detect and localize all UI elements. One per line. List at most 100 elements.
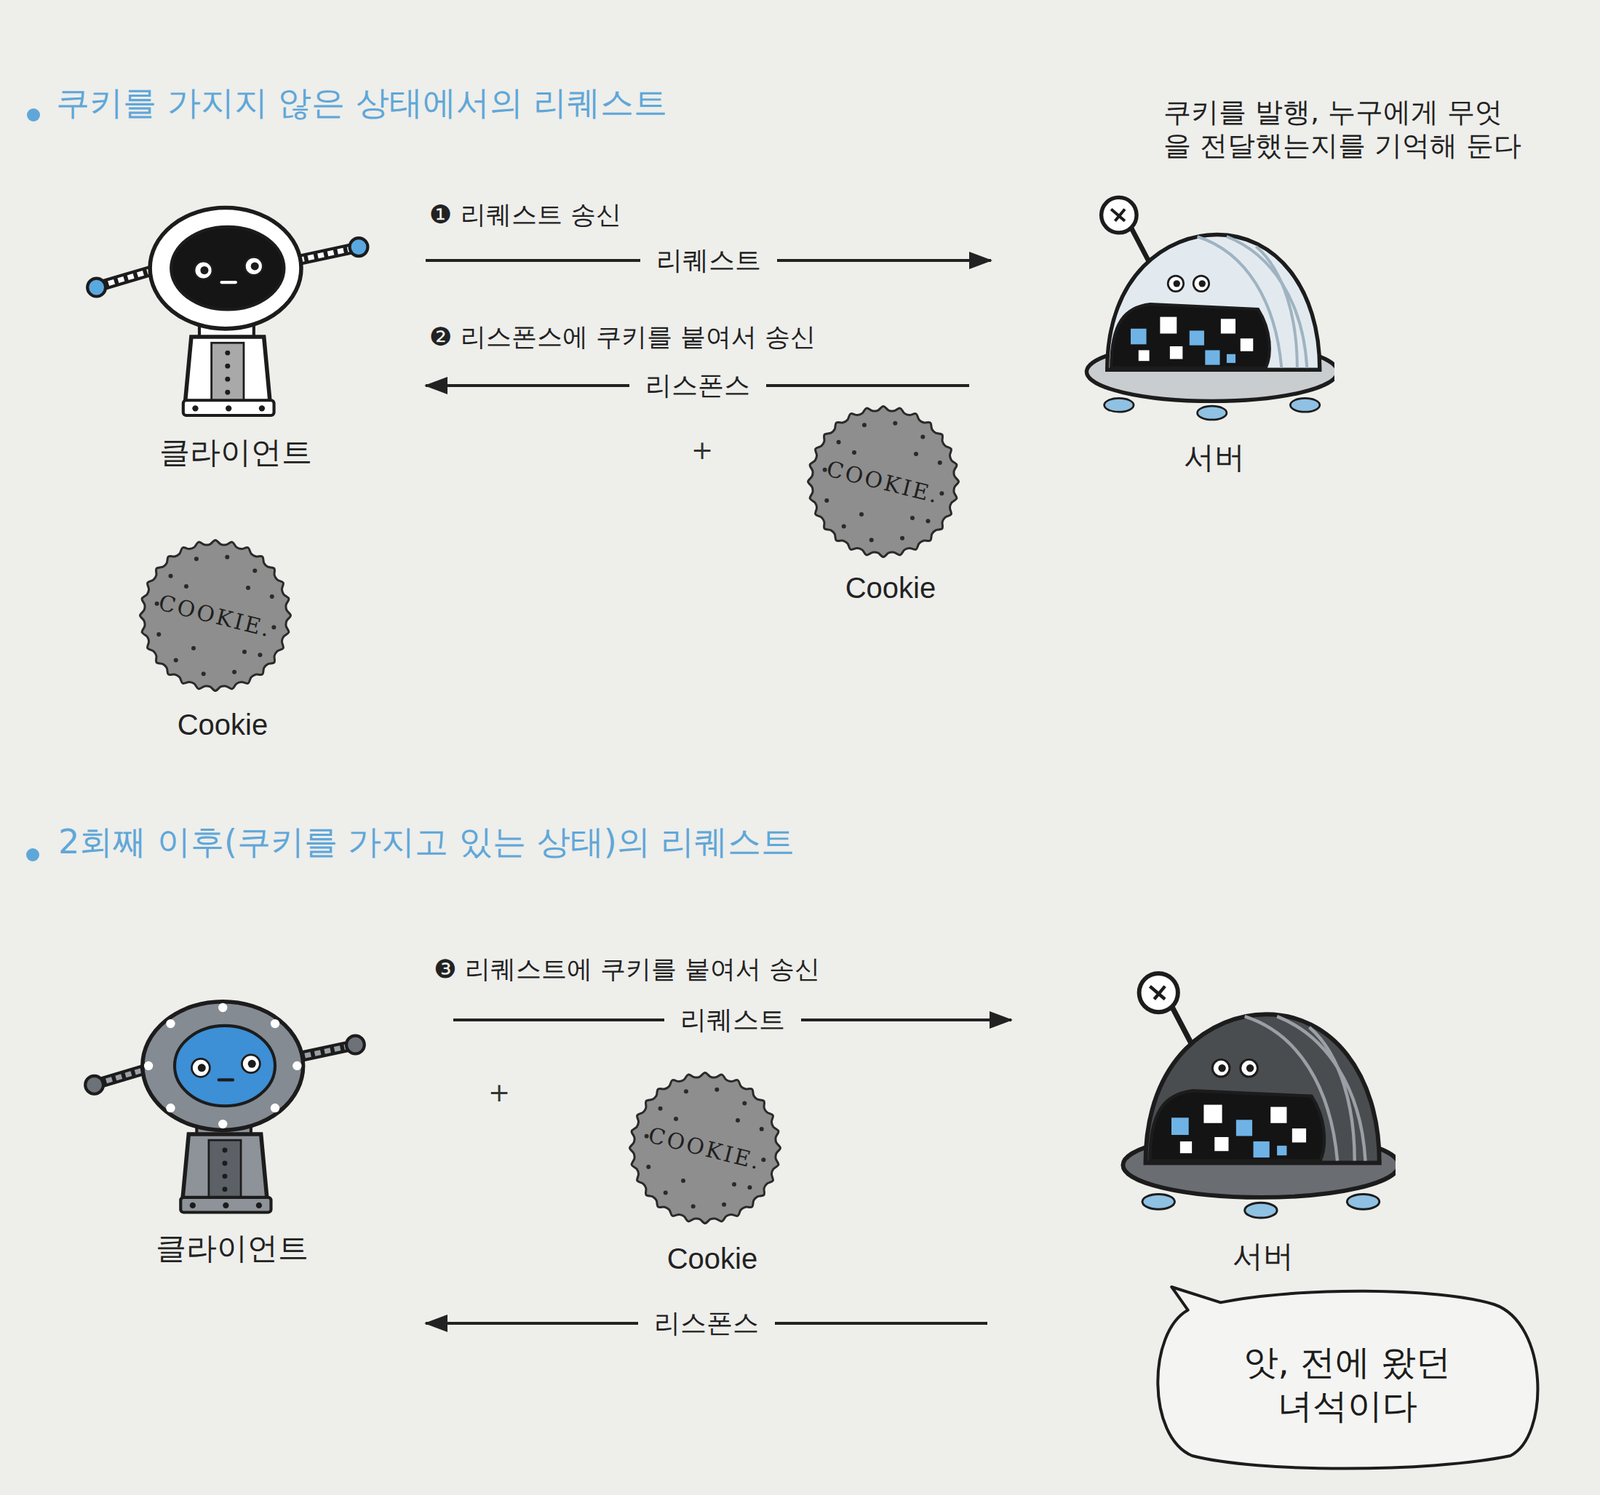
robot-light (270, 1019, 280, 1029)
server-dish (1101, 197, 1137, 233)
robot-light (165, 1103, 175, 1113)
robot-illustration (74, 999, 376, 1215)
cookie-dot (900, 536, 905, 541)
cookie-dot (658, 1106, 663, 1112)
server-window (1149, 1090, 1325, 1161)
cookie-dot (673, 1116, 679, 1122)
cookie-dot (862, 422, 867, 428)
server-light (1253, 1141, 1270, 1158)
cookie-dot (869, 537, 874, 543)
cookie-dot (252, 568, 257, 574)
cookie-dot (852, 450, 857, 455)
server-light (1276, 1145, 1287, 1156)
server-dish-mark (1111, 209, 1125, 222)
server-node: 서버 (1115, 969, 1411, 1275)
cookie-dot (910, 515, 915, 521)
robot-face (174, 1025, 276, 1106)
cookie-dot (224, 555, 230, 560)
server-light (1236, 1119, 1253, 1136)
robot-face (170, 227, 284, 310)
cookie-inscription: COOKIE. (608, 1051, 803, 1246)
cookie-dot (714, 1087, 719, 1093)
robot-eye (244, 256, 263, 276)
section-heading: 2회째 이후(쿠키를 가지고 있는 상태)의 리퀘스트 (58, 822, 795, 863)
cookie-dot (168, 574, 174, 579)
cookie-dot (742, 1101, 747, 1106)
cookie-dot (925, 518, 930, 524)
robot-hand (349, 237, 369, 257)
cookie-caption: Cookie (135, 707, 310, 743)
robot-head (142, 1001, 304, 1131)
robot-rivet (189, 1202, 196, 1209)
server-light (1204, 349, 1220, 365)
plus-sign: + (691, 434, 714, 466)
node-caption: 클라이언트 (84, 434, 387, 471)
robot-pupil (251, 261, 260, 270)
robot-rivet (222, 1148, 228, 1154)
server-wheel (1290, 397, 1320, 412)
server-dish (1139, 973, 1178, 1013)
server-wheel (1104, 397, 1134, 412)
robot-pupil (248, 1060, 257, 1069)
speech-text: 앗, 전에 왔던 녀석이다 (1143, 1285, 1552, 1475)
server-pupil (1246, 1064, 1254, 1072)
server-note: 쿠키를 발행, 누구에게 무엇을 전달했는지를 기억해 둔다 (1163, 96, 1528, 163)
server-dome (1145, 1014, 1379, 1163)
server-light (1270, 1107, 1287, 1124)
cookie-dot (194, 556, 199, 561)
server-pupil (1173, 280, 1181, 287)
robot-light (218, 1119, 228, 1129)
title-bullet (26, 108, 41, 122)
cookie-caption: Cookie (803, 570, 978, 606)
cookie-dot (683, 1089, 689, 1094)
cookie-dot (201, 671, 206, 676)
robot-rivet (224, 350, 230, 356)
cookie-dot (681, 1178, 686, 1184)
plus-sign: + (488, 1076, 511, 1109)
server-light (1171, 1117, 1189, 1136)
cookie-dot (257, 652, 262, 658)
server-pupil (1218, 1064, 1226, 1072)
robot-rivet (222, 1160, 228, 1166)
server-light (1159, 317, 1177, 334)
server-light (1203, 1105, 1222, 1124)
cookie-node: COOKIE.Cookie (135, 535, 310, 743)
robot-hand (346, 1036, 365, 1055)
server-illustration (1079, 193, 1335, 424)
robot-pupil (197, 1063, 206, 1072)
cookie-dot (173, 657, 179, 663)
server-light (1130, 328, 1147, 345)
robot-rivet (224, 376, 230, 382)
step-label: ❸ 리퀘스트에 쿠키를 붙여서 송신 (433, 953, 821, 985)
cookie-dot (892, 421, 898, 426)
cookie-dot (747, 1185, 752, 1190)
robot-light (165, 1019, 175, 1029)
robot-rivet (259, 405, 265, 412)
server-light (1292, 1128, 1307, 1143)
speech-bubble: 앗, 전에 왔던 녀석이다 (1143, 1285, 1552, 1475)
cookie-dot (191, 646, 196, 651)
server-light (1138, 349, 1150, 361)
cookie-inscription: COOKIE. (786, 384, 981, 580)
server-dome (1107, 235, 1320, 371)
server-eye (1212, 1059, 1230, 1077)
edge-label: 리스폰스 (629, 369, 767, 401)
title-bullet (26, 848, 40, 862)
robot-arm (98, 269, 153, 286)
robot-illustration (84, 203, 372, 419)
robot-hand (87, 278, 106, 297)
cookie-dot (920, 435, 925, 440)
server-light (1180, 1141, 1192, 1154)
robot-rivet (222, 1202, 229, 1209)
robot-foot (180, 1197, 271, 1213)
robot-panel (208, 1140, 241, 1199)
server-wheel (1197, 406, 1227, 420)
cookie-caption: Cookie (625, 1241, 800, 1277)
robot-pupil (200, 266, 209, 275)
cookie-inscription: COOKIE. (118, 518, 313, 714)
cookie-dot (232, 670, 237, 675)
robot-figure (87, 208, 368, 417)
robot-rivet (224, 389, 230, 396)
robot-rivet (256, 1202, 262, 1209)
robot-rivet (192, 405, 198, 412)
